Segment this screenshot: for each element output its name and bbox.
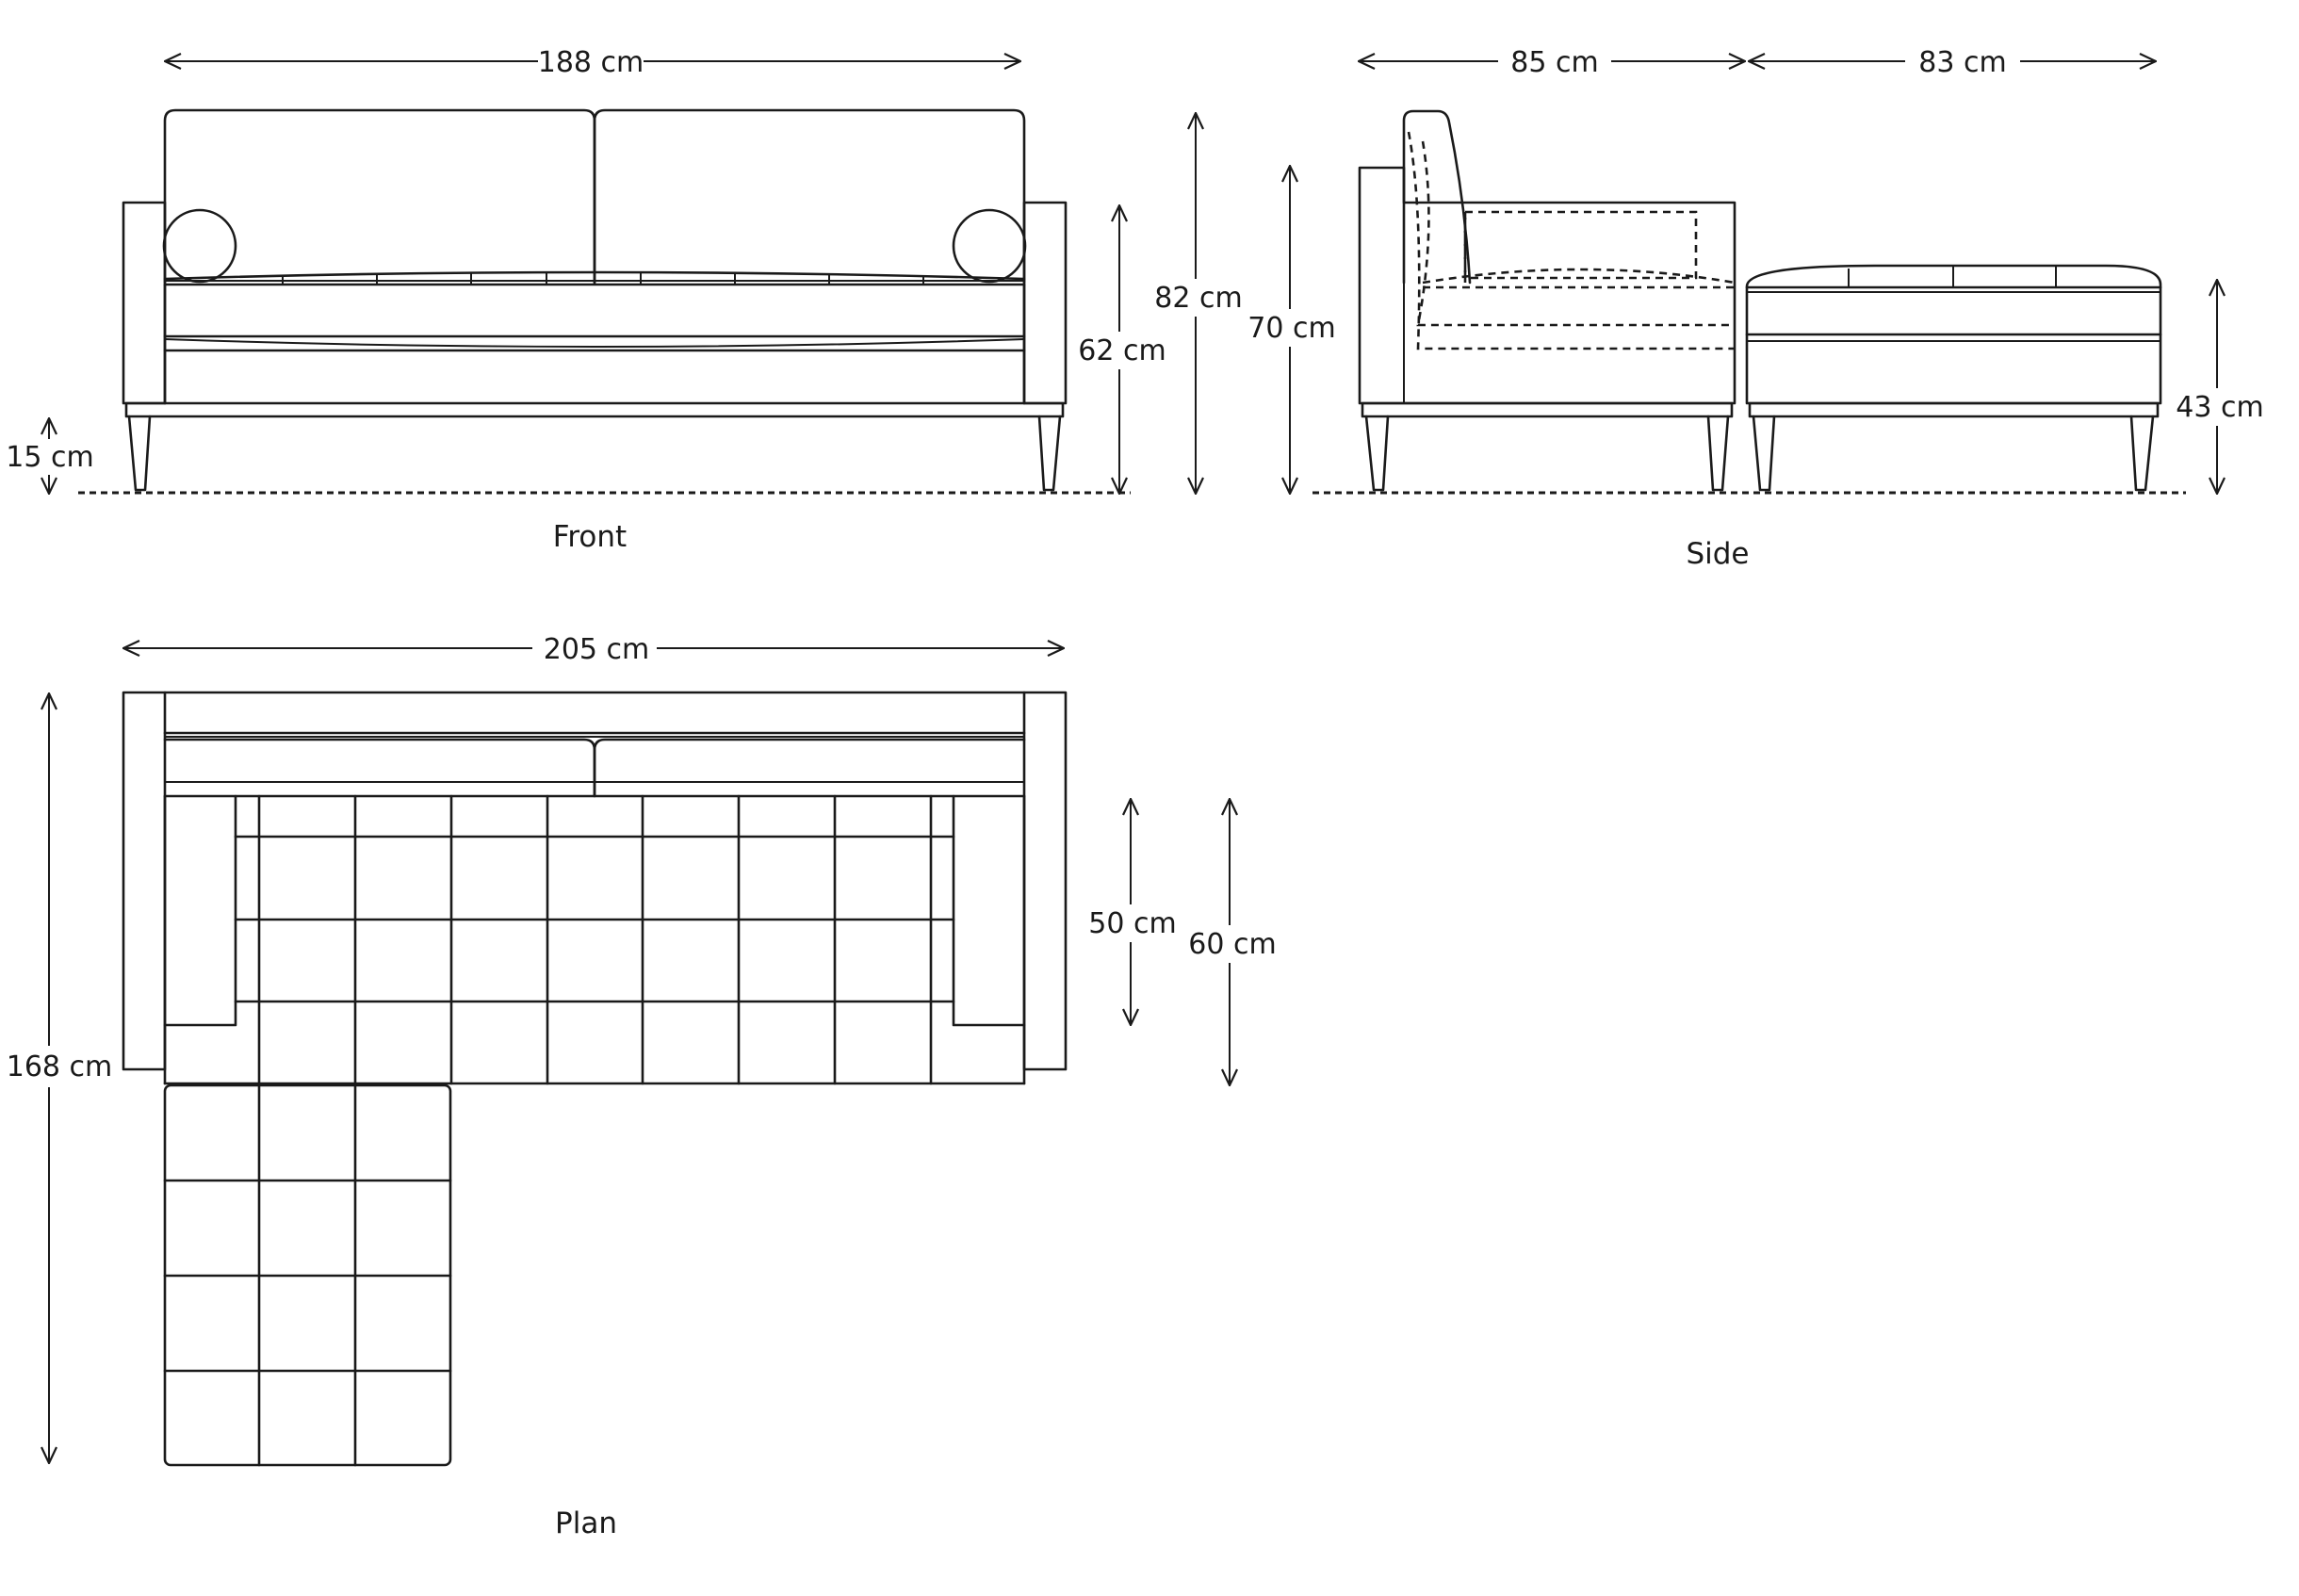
plan-seat-depth-outer-label: 60 cm — [1188, 928, 1276, 961]
front-back-cushion-right — [593, 108, 1026, 285]
front-seat-top — [163, 270, 1026, 281]
front-bolster-right — [952, 208, 1027, 284]
side-footstool-depth-label: 83 cm — [1918, 46, 2006, 79]
front-view: 188 cm 82 cm 62 cm 15 cm Front — [6, 43, 1243, 554]
side-back-height-label: 70 cm — [1247, 312, 1335, 345]
plan-caption: Plan — [555, 1506, 617, 1540]
front-left-arm — [122, 201, 167, 405]
front-total-height-label: 82 cm — [1154, 282, 1242, 315]
plan-width-label: 205 cm — [544, 633, 650, 666]
plan-depth-label: 168 cm — [7, 1050, 113, 1083]
front-back-cushion-left — [163, 108, 596, 285]
side-footstool-leg-left — [1752, 415, 1776, 492]
side-footstool-height-label: 43 cm — [2176, 391, 2263, 424]
side-footstool — [1745, 264, 2162, 405]
front-right-arm — [1022, 201, 1068, 405]
side-caption: Side — [1686, 537, 1749, 571]
front-leg-left — [127, 415, 152, 492]
plan-back-cushion-right — [593, 738, 1026, 798]
side-sofa-depth-label: 85 cm — [1510, 46, 1598, 79]
side-view: 85 cm 83 cm 70 cm 43 cm Side — [1247, 43, 2264, 571]
side-back-cushion — [1402, 109, 1472, 285]
plan-left-arm — [122, 691, 167, 1071]
front-base-rail — [124, 401, 1065, 418]
side-sofa-leg-front — [1364, 415, 1390, 492]
plan-right-arm — [1022, 691, 1068, 1071]
front-width-label: 188 cm — [538, 46, 644, 79]
front-bolster-left — [162, 208, 237, 284]
front-leg-height-label: 15 cm — [6, 441, 93, 474]
front-arm-height-label: 62 cm — [1078, 334, 1166, 367]
plan-view: 205 cm 168 cm 50 cm 60 cm Plan — [7, 630, 1277, 1540]
side-sofa-leg-back — [1706, 415, 1730, 492]
front-leg-right — [1037, 415, 1062, 492]
front-caption: Front — [553, 520, 627, 554]
plan-back-cushion-left — [163, 738, 596, 798]
side-footstool-leg-right — [2129, 415, 2155, 492]
plan-seat-grid — [234, 794, 955, 1085]
plan-seat-depth-label: 50 cm — [1088, 907, 1176, 940]
